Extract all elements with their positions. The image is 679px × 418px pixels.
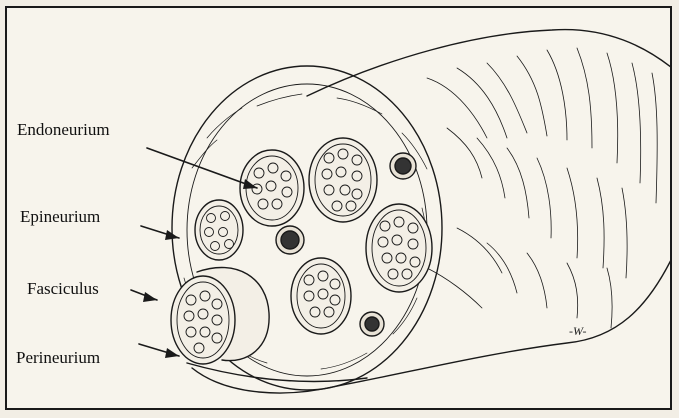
label-endoneurium: Endoneurium <box>17 121 110 138</box>
fascicle-top-center <box>309 138 377 222</box>
endoneurium-leader <box>147 148 257 188</box>
artist-signature: -W- <box>569 324 587 339</box>
fascicle-bottom-center <box>291 258 351 334</box>
label-fasciculus: Fasciculus <box>27 280 99 297</box>
fascicle-small-middle <box>276 226 304 254</box>
fascicle-small-bottom <box>360 312 384 336</box>
fascicle-small-top <box>390 153 416 179</box>
label-perineurium: Perineurium <box>16 349 100 366</box>
nerve-trunk-lower-edge <box>187 363 367 382</box>
nerve-illustration: Endoneurium Epineurium Fasciculus Perine… <box>5 6 672 410</box>
nerve-drawing <box>7 8 672 410</box>
label-epineurium: Epineurium <box>20 208 100 225</box>
trunk-hatching <box>427 48 657 328</box>
